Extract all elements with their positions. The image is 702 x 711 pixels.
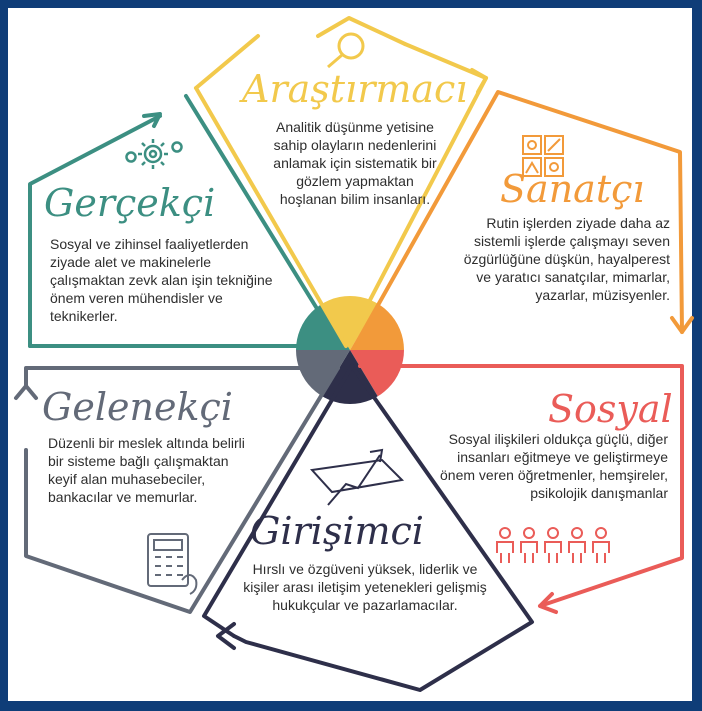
rising-arrow-icon [309,448,405,506]
calculator-icon [147,533,198,595]
sanatci-description: Rutin işlerden ziyade daha az sistemli i… [463,215,670,303]
gercekci-description: Sosyal ve zihinsel faaliyetlerden ziyade… [50,236,273,324]
gelenekci-title: Gelenekçi [42,385,233,429]
sosyal-title: Sosyal [548,387,673,431]
girisimci-description: Hırslı ve özgüveni yüksek, liderlik ve k… [243,561,487,613]
girisimci-outline [202,364,534,692]
art-grid-icon [522,135,564,177]
gelenekci-outline [14,366,340,614]
arastirmaci-description: Analitik düşünme yetisine sahip olayları… [273,119,437,207]
magnifier-icon [327,32,365,69]
gears-icon [125,139,183,169]
people-icon [496,527,610,563]
gelenekci-description: Düzenli bir meslek altında belirli bir s… [48,435,245,505]
gercekci-title: Gerçekçi [44,181,216,225]
sanatci-outline [353,90,694,348]
gercekci-outline [28,94,342,348]
arastirmaci-title: Araştırmacı [242,67,468,111]
arastirmaci-outline [194,16,488,348]
girisimci-title: Girişimci [250,509,424,553]
sanatci-title: Sanatçı [500,167,645,211]
sosyal-description: Sosyal ilişkileri oldukça güçlü, diğer i… [440,431,668,501]
sosyal-outline [358,364,684,614]
